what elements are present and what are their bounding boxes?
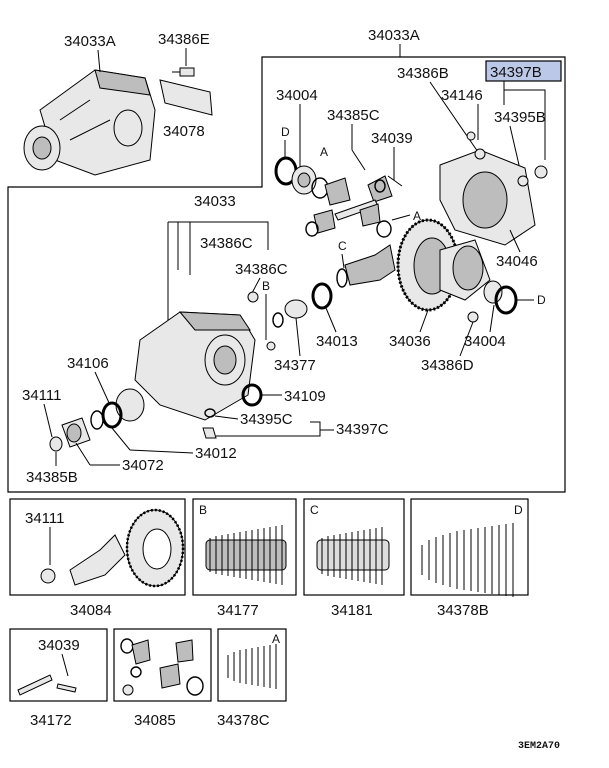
box-34085: [113, 628, 212, 702]
label-34111-main[interactable]: 34111: [22, 387, 62, 404]
spider-gears-icon: [120, 638, 204, 696]
label-34072[interactable]: 34072: [122, 457, 164, 474]
letter-D-top: D: [281, 125, 290, 139]
label-34085[interactable]: 34085: [134, 712, 176, 729]
label-34033[interactable]: 34033: [194, 193, 236, 210]
pin-and-shaft-icon: [17, 674, 77, 696]
label-34004-mid[interactable]: 34004: [464, 333, 506, 350]
box-34378B: [410, 498, 529, 596]
box-34177: [192, 498, 297, 596]
label-34177[interactable]: 34177: [217, 602, 259, 619]
label-34033A-top[interactable]: 34033A: [368, 27, 420, 44]
label-34106[interactable]: 34106: [67, 355, 109, 372]
diagram-code: 3EM2A70: [518, 741, 560, 752]
bearing-set-icon: [274, 156, 403, 238]
label-34013[interactable]: 34013: [316, 333, 358, 350]
gear-set-icon: [40, 508, 185, 588]
pinion-gear-icon: [272, 244, 396, 328]
letter-B-mid: B: [262, 279, 270, 293]
main-assembly-frame: [7, 56, 566, 493]
shim-stack-B-icon: [205, 525, 287, 585]
label-34078[interactable]: 34078: [163, 123, 205, 140]
ring-gear-icon: [396, 218, 518, 323]
label-34397C[interactable]: 34397C: [336, 421, 389, 438]
letter-B-box: B: [199, 503, 207, 517]
carrier-housing-icon: [134, 291, 276, 421]
box-34378C: [217, 628, 287, 702]
box-34172: [9, 628, 108, 702]
bracket-icon: [159, 79, 213, 116]
letter-A-top: A: [320, 145, 328, 159]
label-34385C[interactable]: 34385C: [327, 107, 380, 124]
label-34109[interactable]: 34109: [284, 388, 326, 405]
bolt-icon: [172, 67, 195, 77]
label-34397B[interactable]: 34397B: [490, 64, 542, 81]
label-34386C-2[interactable]: 34386C: [235, 261, 288, 278]
label-34039-box[interactable]: 34039: [38, 637, 80, 654]
shim-stack-D-icon: [421, 523, 514, 597]
label-34036[interactable]: 34036: [389, 333, 431, 350]
shim-stack-C-icon: [316, 527, 390, 585]
label-34386C-1[interactable]: 34386C: [200, 235, 253, 252]
letter-A-mid: A: [413, 209, 421, 223]
label-34386E[interactable]: 34386E: [158, 31, 210, 48]
label-34146[interactable]: 34146: [441, 87, 483, 104]
box-34084: [9, 498, 186, 596]
label-34111-box[interactable]: 34111: [25, 510, 65, 527]
label-34377[interactable]: 34377: [274, 357, 316, 374]
differential-assembly-icon: [23, 69, 156, 176]
letter-C-mid: C: [338, 239, 347, 253]
letter-C-box: C: [310, 503, 319, 517]
label-34378B[interactable]: 34378B: [437, 602, 489, 619]
seal-and-flange-icon: [49, 383, 263, 452]
label-34039-top[interactable]: 34039: [371, 130, 413, 147]
letter-D-mid: D: [537, 293, 546, 307]
label-34386D[interactable]: 34386D: [421, 357, 474, 374]
label-34386B[interactable]: 34386B: [397, 65, 449, 82]
label-34033A-left[interactable]: 34033A: [64, 33, 116, 50]
shim-stack-A-icon: [227, 644, 277, 689]
label-34181[interactable]: 34181: [331, 602, 373, 619]
label-34004-top[interactable]: 34004: [276, 87, 318, 104]
label-34378C[interactable]: 34378C: [217, 712, 270, 729]
highlight-box-34397B: [485, 60, 562, 82]
label-34084[interactable]: 34084: [70, 602, 112, 619]
label-34012[interactable]: 34012: [195, 445, 237, 462]
label-34395C[interactable]: 34395C: [240, 411, 293, 428]
label-34046[interactable]: 34046: [496, 253, 538, 270]
letter-A-box: A: [272, 632, 280, 646]
box-34181: [303, 498, 405, 596]
label-34172[interactable]: 34172: [30, 712, 72, 729]
rear-cover-icon: [439, 131, 548, 246]
label-34385B[interactable]: 34385B: [26, 469, 78, 486]
label-34395B[interactable]: 34395B: [494, 109, 546, 126]
letter-D-box: D: [514, 503, 523, 517]
